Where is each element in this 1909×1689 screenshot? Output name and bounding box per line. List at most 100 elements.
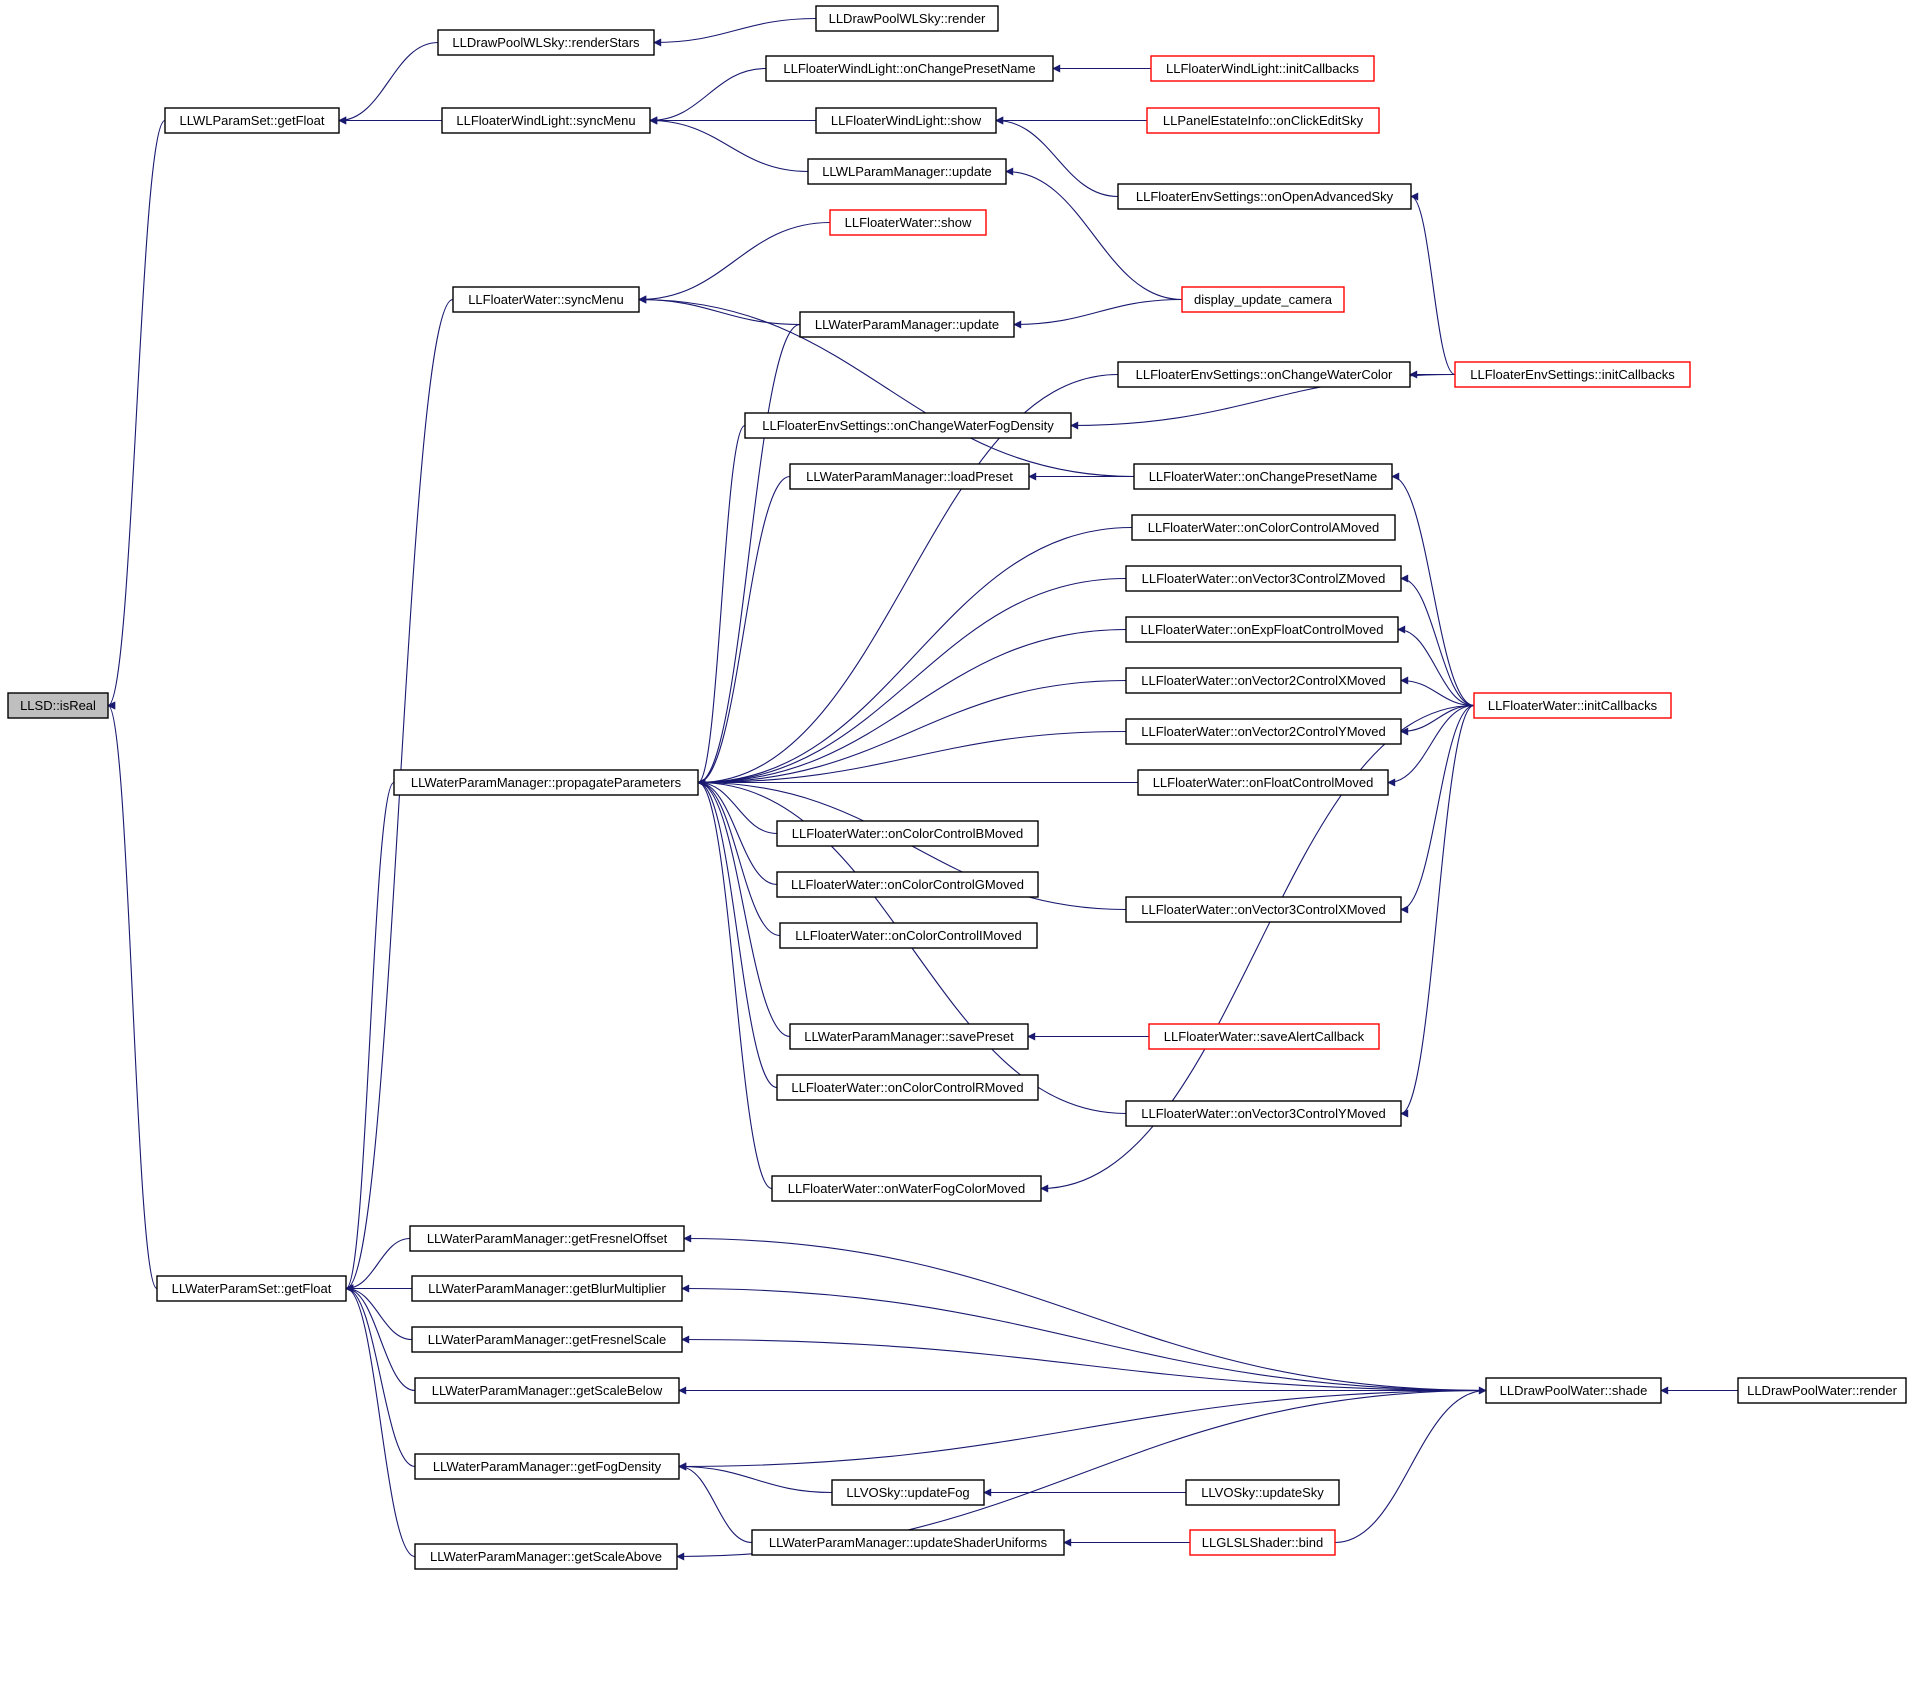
graph-node[interactable]: LLFloaterWater::onColorControlAMoved [1131,514,1396,541]
node-box [7,692,109,719]
graph-node[interactable]: LLWaterParamManager::loadPreset [789,463,1030,490]
edge-n6-to-n4 [653,17,817,47]
edge-n26-to-n21 [1391,472,1475,707]
node-label: LLFloaterWater::onVector3ControlZMoved [1142,571,1386,586]
graph-node[interactable]: LLWaterParamSet::getFloat [156,1275,347,1302]
node-box [414,1453,680,1480]
edge-n26-to-n32 [1400,704,1475,914]
graph-node[interactable]: LLFloaterWater::onFloatControlMoved [1137,769,1389,796]
graph-node[interactable]: LLWaterParamManager::update [799,311,1015,338]
edge-n26-to-n27 [1400,704,1475,736]
graph-node[interactable]: LLDrawPoolWater::shade [1485,1377,1662,1404]
graph-node[interactable]: LLFloaterWater::onVector3ControlZMoved [1125,565,1402,592]
graph-node[interactable]: LLWLParamManager::update [807,158,1007,185]
graph-node[interactable]: LLFloaterEnvSettings::initCallbacks [1454,361,1691,388]
graph-node[interactable]: LLWaterParamManager::propagateParameters [393,769,699,796]
node-box [1737,1377,1907,1404]
edge-n18-to-n12 [1410,192,1456,376]
node-label: LLWLParamManager::update [822,164,992,179]
graph-node[interactable]: LLSD::isReal [7,692,109,719]
graph-node[interactable]: LLPanelEstateInfo::onClickEditSky [1146,107,1380,134]
node-box [765,55,1054,82]
graph-node[interactable]: LLFloaterWater::show [829,209,987,236]
node-label: LLFloaterWindLight::initCallbacks [1166,61,1359,76]
edge-n15-to-n9 [1005,167,1183,301]
edge-n13-to-n14 [638,221,831,304]
edge-n26-to-n25 [1400,676,1475,707]
graph-node[interactable]: LLDrawPoolWLSky::renderStars [437,29,655,56]
graph-node[interactable]: LLFloaterEnvSettings::onChangeWaterFogDe… [744,412,1072,439]
graph-node[interactable]: LLFloaterWindLight::initCallbacks [1150,55,1375,82]
graph-node[interactable]: LLDrawPoolWater::render [1737,1377,1907,1404]
graph-node[interactable]: LLFloaterWindLight::show [815,107,997,134]
graph-node[interactable]: LLFloaterEnvSettings::onChangeWaterColor [1117,361,1411,388]
edge-n4-to-n2 [338,41,439,125]
node-label: LLWaterParamManager::getScaleBelow [432,1383,663,1398]
graph-node[interactable]: LLFloaterWater::onColorControlBMoved [776,820,1039,847]
graph-node[interactable]: LLFloaterWater::onColorControlRMoved [776,1074,1039,1101]
node-label: LLFloaterWater::onColorControlRMoved [791,1080,1023,1095]
graph-node[interactable]: LLWaterParamManager::getFogDensity [414,1453,680,1480]
node-box [409,1225,685,1252]
node-label: LLFloaterWater::onWaterFogColorMoved [788,1181,1025,1196]
graph-node[interactable]: LLWaterParamManager::updateShaderUniform… [751,1529,1065,1556]
edge-n43-to-n40 [681,1284,1487,1392]
graph-node[interactable]: LLWaterParamManager::savePreset [789,1023,1029,1050]
node-label: LLFloaterWater::saveAlertCallback [1164,1029,1365,1044]
node-box [1125,616,1399,643]
graph-node[interactable]: LLFloaterWater::onVector3ControlXMoved [1125,896,1402,923]
graph-node[interactable]: LLWaterParamManager::getFresnelScale [411,1326,683,1353]
graph-node[interactable]: LLFloaterWindLight::onChangePresetName [765,55,1054,82]
edge-n34-to-n28 [697,778,791,1038]
graph-node[interactable]: LLWaterParamManager::getScaleAbove [414,1543,678,1570]
graph-node[interactable]: LLGLSLShader::bind [1189,1529,1336,1556]
graph-node[interactable]: LLWaterParamManager::getScaleBelow [414,1377,680,1404]
graph-node[interactable]: LLDrawPoolWLSky::render [815,5,999,32]
node-label: LLDrawPoolWater::shade [1500,1383,1648,1398]
graph-node[interactable]: LLFloaterWater::onChangePresetName [1133,463,1393,490]
graph-node[interactable]: LLFloaterWater::syncMenu [452,286,640,313]
node-label: LLGLSLShader::bind [1202,1535,1323,1550]
graph-node[interactable]: LLFloaterWater::onVector2ControlYMoved [1125,718,1402,745]
node-box [1148,1023,1380,1050]
graph-node[interactable]: LLFloaterWater::onWaterFogColorMoved [771,1175,1042,1202]
graph-node[interactable]: LLFloaterWindLight::syncMenu [441,107,651,134]
edge-n28-to-n3 [345,781,395,1293]
graph-node[interactable]: LLFloaterEnvSettings::onOpenAdvancedSky [1117,183,1412,210]
edge-n25-to-n28 [697,679,1127,787]
graph-node[interactable]: LLFloaterWater::onExpFloatControlMoved [1125,616,1399,643]
graph-node[interactable]: LLFloaterWater::onColorControlGMoved [776,871,1039,898]
node-label: LLFloaterWater::onExpFloatControlMoved [1140,622,1383,637]
node-box [1473,692,1672,719]
node-box [789,463,1030,490]
node-label: LLFloaterWater::onColorControlIMoved [795,928,1021,943]
node-box [776,1074,1039,1101]
node-box [751,1529,1065,1556]
node-box [1125,667,1402,694]
node-label: LLFloaterWater::onVector2ControlYMoved [1141,724,1385,739]
graph-node[interactable]: LLFloaterWater::initCallbacks [1473,692,1672,719]
graph-node[interactable]: LLVOSky::updateSky [1185,1479,1340,1506]
node-box [1181,286,1345,313]
node-box [1125,718,1402,745]
graph-node[interactable]: LLFloaterWater::saveAlertCallback [1148,1023,1380,1050]
graph-node[interactable]: LLFloaterWater::onVector2ControlXMoved [1125,667,1402,694]
graph-node[interactable]: LLFloaterWater::onVector3ControlYMoved [1125,1100,1402,1127]
node-label: LLWaterParamManager::update [815,317,999,332]
node-label: LLFloaterWater::onVector2ControlXMoved [1141,673,1385,688]
node-box [815,5,999,32]
graph-node[interactable]: LLVOSky::updateFog [831,1479,985,1506]
node-box [771,1175,1042,1202]
node-box [1117,361,1411,388]
edge-n20-to-n28 [697,475,791,787]
node-box [829,209,987,236]
graph-node[interactable]: LLWLParamSet::getFloat [164,107,340,134]
node-box [1137,769,1389,796]
graph-node[interactable]: LLFloaterWater::onColorControlIMoved [779,922,1038,949]
graph-node[interactable]: display_update_camera [1181,286,1345,313]
graph-node[interactable]: LLWaterParamManager::getBlurMultiplier [411,1275,683,1302]
node-label: LLWaterParamManager::getScaleAbove [430,1549,662,1564]
node-box [776,871,1039,898]
edge-n3-to-n1 [107,701,158,1290]
graph-node[interactable]: LLWaterParamManager::getFresnelOffset [409,1225,685,1252]
